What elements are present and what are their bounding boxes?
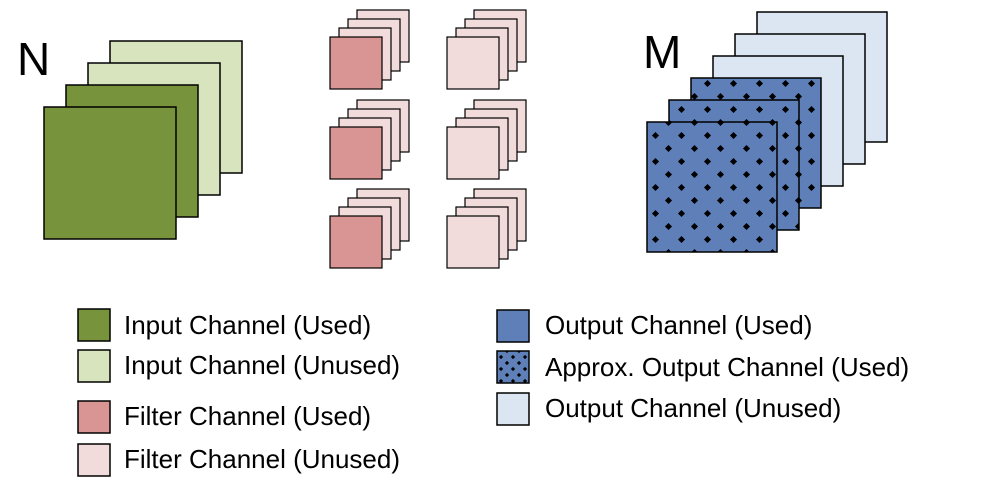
legend-label-output-approx: Approx. Output Channel (Used) xyxy=(545,352,909,382)
legend-swatch-output-used xyxy=(496,309,530,343)
legend-label-filter-used: Filter Channel (Used) xyxy=(124,401,371,431)
legend-label-input-used: Input Channel (Used) xyxy=(124,310,371,340)
filter-channel xyxy=(329,36,383,90)
input-channel-used xyxy=(43,106,177,240)
legend-swatch-input-unused xyxy=(77,349,111,383)
legend-swatch-filter-used xyxy=(77,400,111,434)
filter-channel xyxy=(329,215,383,269)
filter-channel xyxy=(446,215,500,269)
legend-swatch-input-used xyxy=(77,308,111,342)
output-channel-stack xyxy=(646,11,888,253)
output-count-label: M xyxy=(643,26,681,78)
legend-label-output-used: Output Channel (Used) xyxy=(545,310,812,340)
legend-label-output-unused: Output Channel (Unused) xyxy=(545,393,841,423)
legend-label-filter-unused: Filter Channel (Unused) xyxy=(124,444,400,474)
filter-channel xyxy=(329,126,383,180)
output-channel-approx xyxy=(646,121,778,253)
filter-channel xyxy=(446,126,500,180)
legend-swatch-filter-unused xyxy=(77,443,111,477)
filter-grid xyxy=(329,9,527,269)
legend-swatch-output-unused xyxy=(496,392,530,426)
filter-channel xyxy=(446,36,500,90)
input-count-label: N xyxy=(17,33,50,85)
input-channel-stack xyxy=(43,40,243,240)
legend-label-input-unused: Input Channel (Unused) xyxy=(124,350,400,380)
legend: Input Channel (Used) Input Channel (Unus… xyxy=(77,308,909,477)
legend-swatch-output-approx xyxy=(496,350,530,384)
